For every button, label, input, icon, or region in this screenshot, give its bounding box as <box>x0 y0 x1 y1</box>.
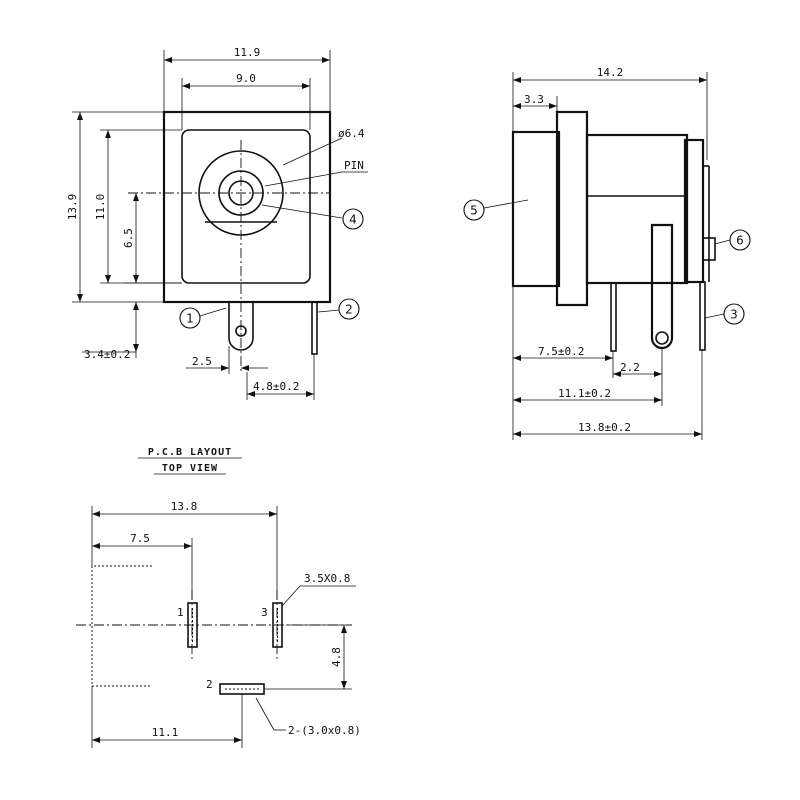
dim-height-outer: 13.9 <box>66 194 79 221</box>
front-pin1-hole <box>235 325 247 337</box>
side-pin3 <box>699 281 706 351</box>
pcb-pin2-label: 2 <box>206 678 213 691</box>
callout-2: 2 <box>338 298 360 320</box>
pcb-dim-total: 13.8 <box>171 500 198 513</box>
pcb-layout: P.C.B LAYOUT TOP VIEW 1 3 2 13.8 7.5 <box>76 447 361 748</box>
dim-pin-gap: 2.2 <box>620 361 640 374</box>
dim-center-height: 6.5 <box>122 228 135 248</box>
pcb-slot-pin1 <box>187 602 198 648</box>
pcb-outline <box>91 565 152 687</box>
pcb-pin1-label: 1 <box>177 606 184 619</box>
pcb-slot-other-size: 2-(3.0x0.8) <box>288 724 361 737</box>
pin-label: PIN <box>344 159 364 172</box>
dim-width-outer: 11.9 <box>234 46 261 59</box>
side-flange <box>555 110 589 307</box>
side-pin2-bracket <box>650 223 674 350</box>
side-pin6-tab <box>702 237 716 261</box>
callout-3: 3 <box>723 303 745 325</box>
side-main-body <box>585 133 689 285</box>
dim-pin-spacing-small: 2.5 <box>192 355 212 368</box>
svg-text:4: 4 <box>349 213 357 227</box>
front-pin2 <box>311 301 318 355</box>
pcb-dim-pin2-y: 4.8 <box>330 647 343 667</box>
callout-4: 4 <box>342 208 364 230</box>
dim-width-inner: 9.0 <box>236 72 256 85</box>
pcb-dim-pin2-x: 11.1 <box>152 726 179 739</box>
dim-total-length: 14.2 <box>597 66 624 79</box>
dim-pin1-pos: 7.5±0.2 <box>538 345 584 358</box>
side-front-block <box>511 130 561 288</box>
pcb-pin3-label: 3 <box>261 606 268 619</box>
front-view: 11.9 9.0 13.9 11.0 6.5 3.4±0.2 <box>66 46 368 400</box>
svg-text:1: 1 <box>186 312 194 326</box>
svg-text:3: 3 <box>730 308 738 322</box>
callout-1: 1 <box>179 307 201 329</box>
svg-text:2: 2 <box>345 303 353 317</box>
callout-6: 6 <box>729 229 751 251</box>
dim-pin-offset: 3.4±0.2 <box>84 348 130 361</box>
pcb-slot-pin3 <box>272 602 283 648</box>
side-view: 14.2 3.3 7.5±0.2 2.2 11.1±0.2 13.8±0.2 5 <box>463 66 751 440</box>
svg-text:6: 6 <box>736 234 744 248</box>
dim-pin2-pos: 11.1±0.2 <box>558 387 611 400</box>
pcb-title-line1: P.C.B LAYOUT <box>148 447 232 458</box>
dim-pin-spacing: 4.8±0.2 <box>253 380 299 393</box>
side-rear-plate <box>683 138 705 284</box>
hole-diameter-label: ø6.4 <box>338 127 365 140</box>
front-body-inner <box>181 129 311 284</box>
front-body-outer <box>162 110 332 304</box>
dim-height-inner: 11.0 <box>94 194 107 221</box>
pcb-title-line2: TOP VIEW <box>162 463 218 474</box>
dim-flange: 3.3 <box>524 93 544 106</box>
svg-text:5: 5 <box>470 204 478 218</box>
callout-5: 5 <box>463 199 485 221</box>
pcb-slot3-size: 3.5X0.8 <box>304 572 350 585</box>
side-pin2-hole <box>655 331 669 345</box>
side-pin1 <box>610 282 617 352</box>
pcb-dim-pin1: 7.5 <box>130 532 150 545</box>
front-pin1-tab <box>228 302 254 351</box>
dim-pin3-pos: 13.8±0.2 <box>578 421 631 434</box>
